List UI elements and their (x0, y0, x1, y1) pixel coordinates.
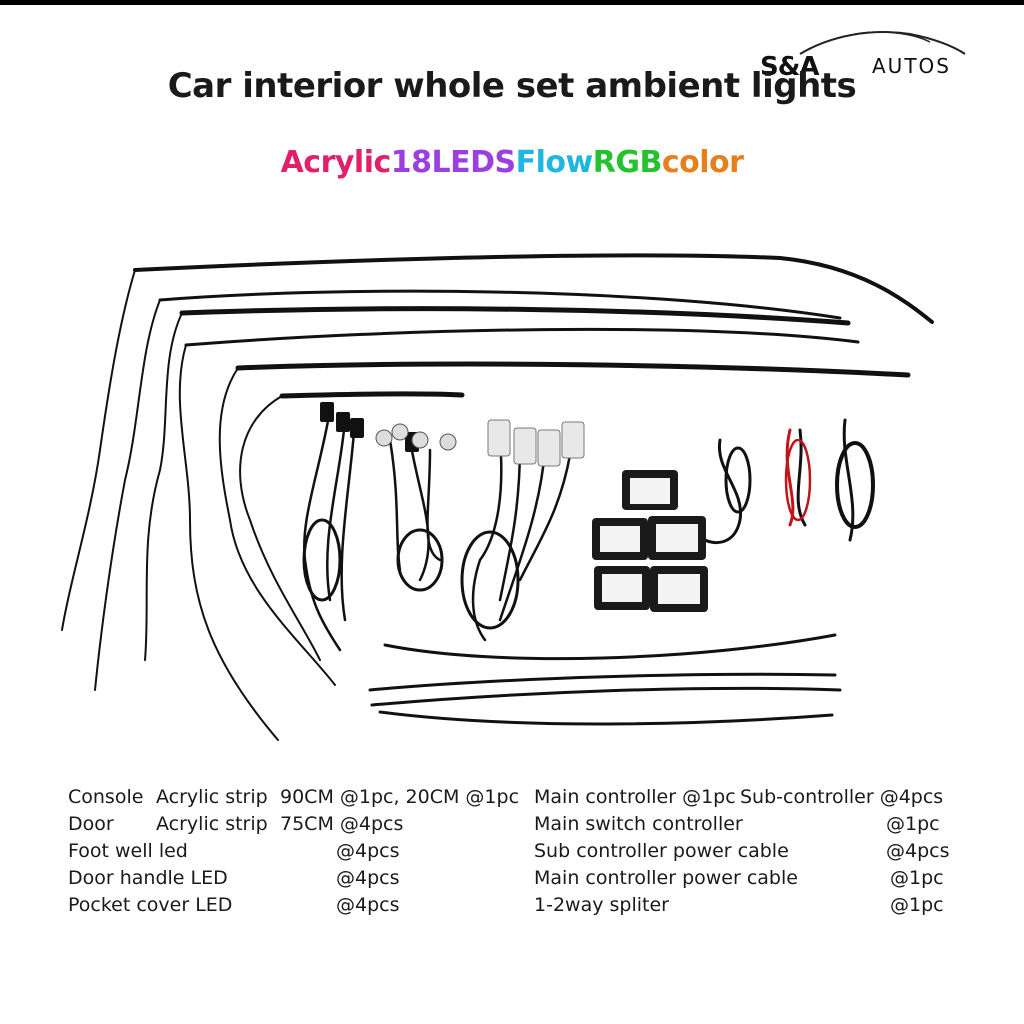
lower-cable-3 (370, 686, 842, 707)
spec-left-qty: @4pcs (336, 894, 400, 916)
harness-coil-2 (396, 528, 444, 592)
lower-cable-4 (378, 710, 834, 726)
acrylic-strip-1 (133, 253, 934, 324)
spec-left-name: Console (68, 786, 144, 808)
harness-coil-3 (302, 518, 342, 602)
subtitle-part-leds: 18LEDS (390, 145, 516, 180)
spec-right-qty: @4pcs (886, 840, 950, 862)
product-illustration (61, 253, 934, 741)
spec-row-5: Pocket cover LED @4pcs 1-2way spliter @1… (68, 894, 968, 920)
spec-right-qty: @1pc (890, 894, 944, 916)
spec-right-name: Main controller @1pc (534, 786, 736, 808)
switch-cable (703, 438, 743, 544)
spec-left-qty: @4pcs (336, 867, 400, 889)
controller-group (592, 470, 708, 612)
lower-cable-1 (383, 633, 837, 661)
spec-right-name: Sub controller power cable (534, 840, 789, 862)
strip-cable-4 (178, 344, 279, 741)
brand-name-right: AUTOS (872, 54, 951, 78)
main-controller-label (630, 478, 670, 504)
spec-left-qty: 75CM @4pcs (280, 813, 404, 835)
door-handle-led-1 (487, 419, 511, 457)
acrylic-strip-4 (184, 327, 860, 347)
door-handle-led-group (487, 419, 585, 467)
spec-left-type: Acrylic strip (156, 813, 268, 835)
strip-cable-6 (239, 395, 321, 661)
harness-3 (471, 438, 572, 642)
subtitle-part-rgb: RGB (592, 145, 663, 180)
spec-right-qty: @1pc (886, 813, 940, 835)
brand-logo: S&A AUTOS (760, 22, 970, 82)
spec-left-type: Acrylic strip (156, 786, 268, 808)
door-handle-led-3 (537, 429, 561, 467)
top-border (0, 0, 1024, 5)
spec-row-3: Foot well led @4pcs Sub controller power… (68, 840, 968, 866)
spec-left-qty: 90CM @1pc, 20CM @1pc (280, 786, 520, 808)
spec-right-name: 1-2way spliter (534, 894, 669, 916)
brand-name-left: S&A (760, 52, 820, 82)
spec-left-qty: @4pcs (336, 840, 400, 862)
spec-left-name: Door handle LED (68, 867, 228, 889)
car-outline-icon (799, 31, 966, 55)
foot-well-led-2 (391, 423, 409, 441)
spec-right-name: Main switch controller (534, 813, 743, 835)
spec-left-name: Pocket cover LED (68, 894, 233, 916)
subtitle-part-acrylic: Acrylic (280, 145, 392, 180)
door-handle-led-2 (513, 427, 537, 465)
sub-controller-4-label (658, 574, 700, 604)
strip-cable-2 (94, 299, 161, 691)
spec-right-qty: @1pc (890, 867, 944, 889)
sub-controller-3-label (602, 574, 642, 602)
lower-cable-2 (368, 672, 837, 692)
acrylic-strip-2 (158, 289, 842, 320)
product-photo (0, 230, 1024, 770)
harness-1 (303, 408, 357, 652)
acrylic-strip-6 (279, 391, 465, 399)
page-subtitle: Acrylic 18LEDS Flow RGB color (0, 145, 1024, 180)
connector-2 (336, 412, 350, 432)
sub-controller-1-label (600, 526, 640, 552)
harness-coil-1 (460, 530, 520, 630)
foot-well-led-4 (439, 433, 457, 451)
door-handle-led-4 (561, 421, 585, 459)
acrylic-strip-3 (179, 306, 851, 326)
connector-3 (350, 418, 364, 438)
foot-well-led-3 (411, 431, 429, 449)
spec-row-2: Door Acrylic strip 75CM @4pcs Main switc… (68, 813, 968, 839)
strip-cable-3 (144, 312, 183, 661)
spec-right-name: Main controller power cable (534, 867, 798, 889)
sub-controller-2-label (656, 524, 698, 552)
switch-cable-coil (724, 446, 752, 514)
subtitle-part-flow: Flow (515, 145, 594, 180)
strip-cable-5 (218, 367, 336, 686)
subtitle-part-color: color (661, 145, 744, 180)
spliter-cable-coil (835, 441, 875, 529)
spec-left-name: Foot well led (68, 840, 188, 862)
strip-cable-1 (61, 269, 136, 631)
connector-1 (320, 402, 334, 422)
spec-right-qty: Sub-controller @4pcs (740, 786, 944, 808)
spec-row-4: Door handle LED @4pcs Main controller po… (68, 867, 968, 893)
power-cable-coil (784, 438, 812, 522)
spec-left-name: Door (68, 813, 114, 835)
acrylic-strip-5 (235, 361, 911, 378)
page-title: Car interior whole set ambient lights (167, 66, 857, 106)
foot-well-led-1 (375, 429, 393, 447)
spec-row-1: Console Acrylic strip 90CM @1pc, 20CM @1… (68, 786, 968, 812)
foot-well-led-group (375, 423, 457, 451)
